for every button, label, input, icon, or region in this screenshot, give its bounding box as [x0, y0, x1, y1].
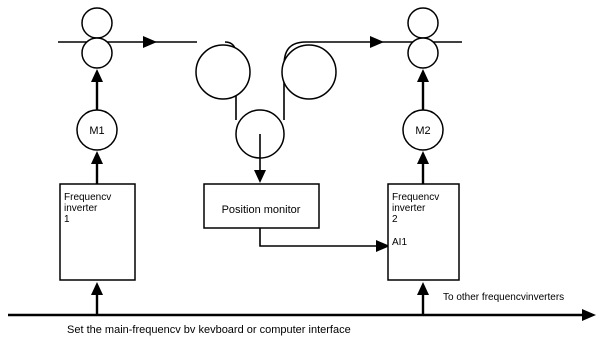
position-monitor: Position monitor: [203, 183, 320, 229]
bus-to-inverter-1-arrow: [91, 282, 103, 315]
left-lower-roll: [81, 37, 113, 69]
inverter-2-line-3: 2: [392, 214, 398, 225]
right-guide-roll: [281, 44, 337, 100]
inverter-1-line-2: inverter: [64, 203, 98, 214]
motor-m2-label: M2: [415, 125, 430, 137]
frequency-inverter-1: Frequencv inverter 1: [59, 183, 136, 281]
right-nip-rolls: [407, 7, 439, 69]
inverter-2-to-m2-arrow: [417, 151, 429, 184]
inverter-1-to-m1-arrow: [91, 151, 103, 184]
monitor-signal-line: [259, 228, 390, 252]
left-nip-rolls: [81, 7, 113, 69]
right-lower-roll: [407, 37, 439, 69]
inverter-2-line-1: Frequencv: [392, 192, 439, 203]
dancer-to-monitor-arrow: [254, 134, 266, 183]
position-monitor-label: Position monitor: [222, 204, 301, 216]
main-frequency-label: Set the main-frequencv bv kevboard or co…: [67, 324, 351, 336]
motor-m1: M1: [76, 109, 118, 151]
motor-m1-label: M1: [89, 125, 104, 137]
main-frequency-bus: [8, 309, 596, 321]
left-upper-roll: [81, 7, 113, 39]
inverter-1-line-3: 1: [64, 214, 70, 225]
material-web: [58, 36, 462, 120]
motor-m2: M2: [402, 109, 444, 151]
inverter-1-line-1: Frequencv: [64, 192, 111, 203]
bus-to-inverter-2-arrow: [417, 282, 429, 315]
motor-m2-to-roll-arrow: [417, 69, 429, 110]
frequency-inverter-2: Frequencv inverter 2 AI1: [387, 183, 460, 281]
left-guide-roll: [195, 44, 251, 100]
other-inverters-label: To other frequencvinverters: [443, 292, 564, 303]
inverter-2-line-4: AI1: [392, 237, 407, 248]
right-upper-roll: [407, 7, 439, 39]
inverter-2-line-2: inverter: [392, 203, 426, 214]
motor-m1-to-roll-arrow: [91, 69, 103, 110]
